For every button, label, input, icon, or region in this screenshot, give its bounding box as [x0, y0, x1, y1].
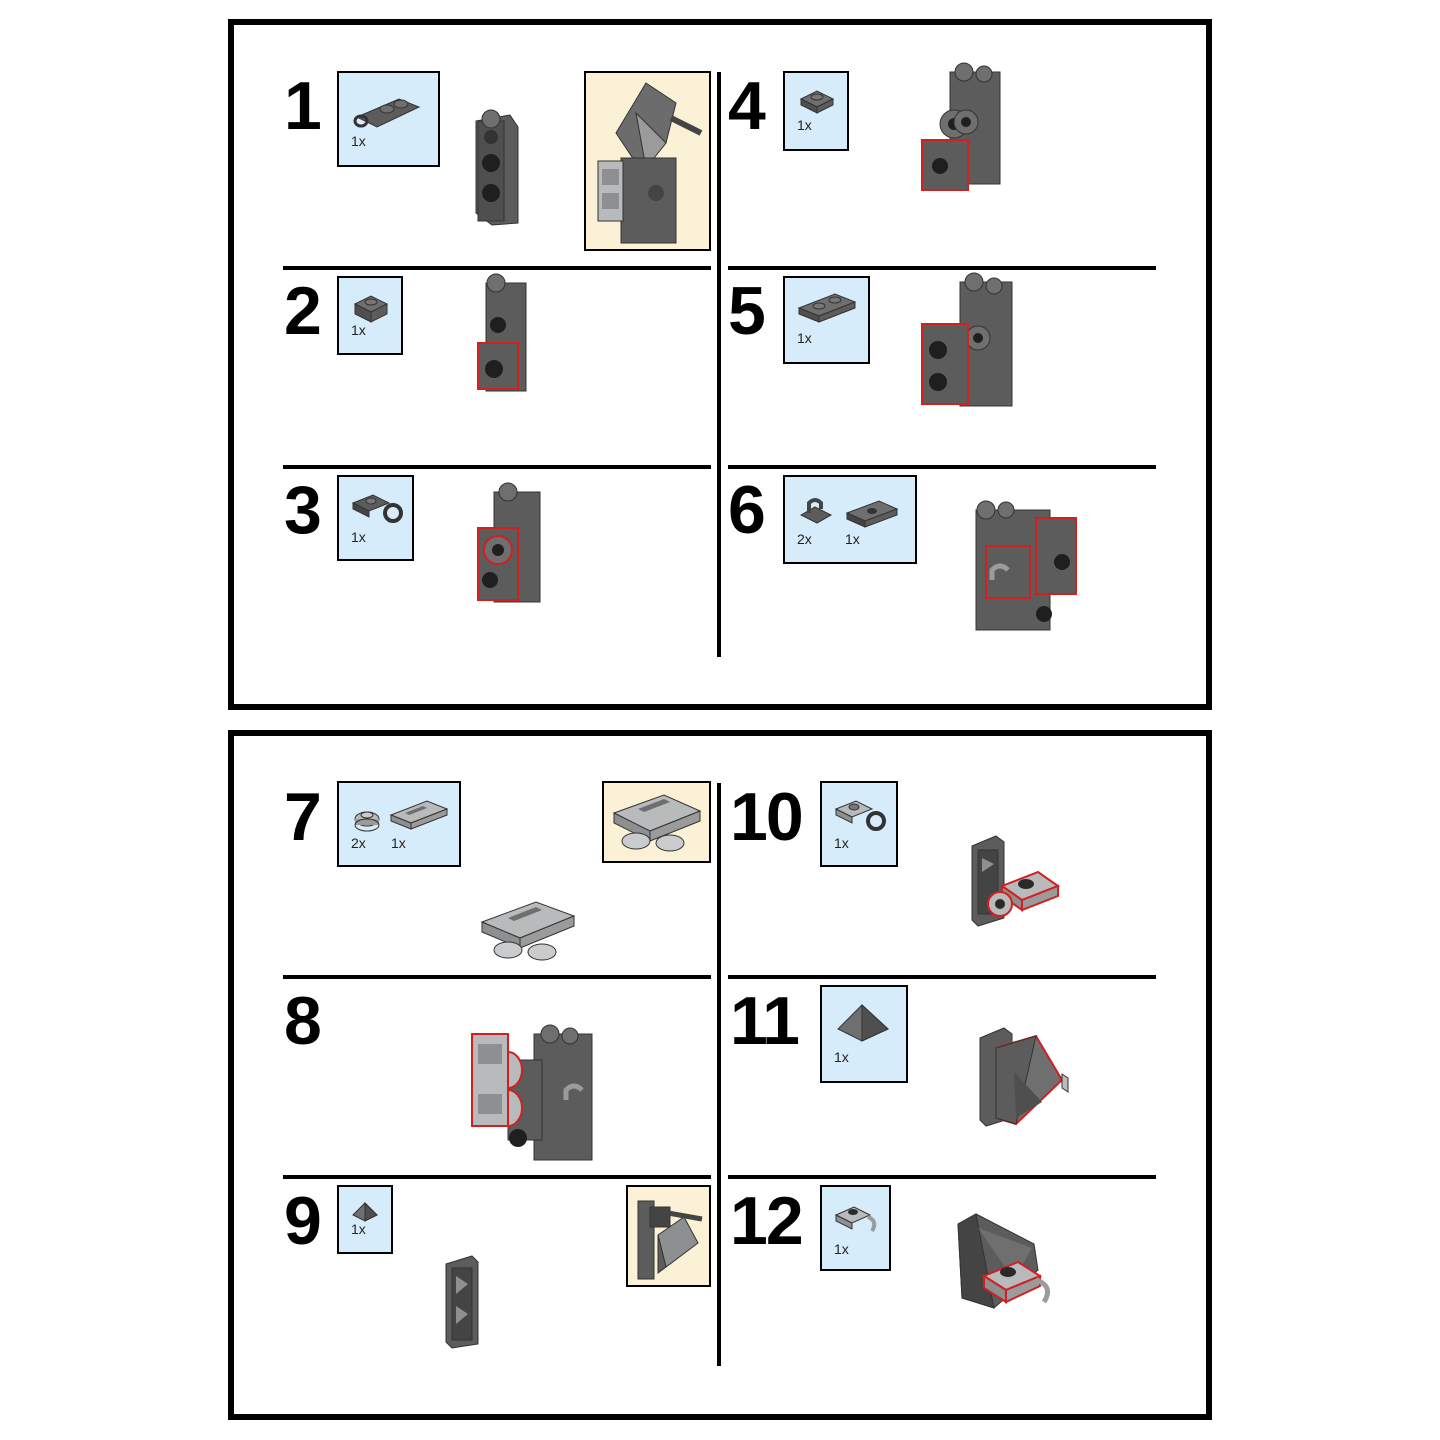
step-number: 9	[284, 1183, 322, 1259]
step-number: 11	[730, 983, 800, 1059]
step6-model-illustration	[975, 500, 1077, 631]
page1-row-divider-right-2	[728, 465, 1156, 469]
parts-callout: 1x	[337, 71, 440, 167]
part-quantity: 1x	[834, 835, 849, 851]
parts-callout: 2x 1x	[337, 781, 461, 867]
step9-model-illustration	[445, 1255, 479, 1349]
step5-model-illustration	[921, 272, 1013, 407]
round-plate-icon	[354, 811, 380, 832]
part-quantity: 1x	[351, 529, 366, 545]
plate-1x2-icon	[797, 293, 857, 323]
jumper-plate-icon	[845, 500, 899, 528]
part-quantity: 1x	[834, 1241, 849, 1257]
page2-row-divider-left-2	[283, 1175, 711, 1179]
part-quantity: 1x	[834, 1049, 849, 1065]
subassembly-model-icon	[612, 794, 702, 852]
step8-model-illustration	[471, 1024, 593, 1161]
part-quantity: 1x	[391, 835, 406, 851]
page2-row-divider-left-1	[283, 975, 711, 979]
slope-pyramid-small-icon	[352, 1201, 378, 1222]
part-quantity: 2x	[351, 835, 366, 851]
page1-row-divider-left-2	[283, 465, 711, 469]
plate-with-clip-tip-icon	[834, 1206, 877, 1233]
parts-callout: 1x	[820, 1185, 891, 1271]
step-number: 10	[730, 779, 804, 855]
step10-model-illustration	[971, 835, 1061, 927]
parts-callout: 1x	[337, 475, 414, 561]
step-number: 4	[728, 68, 766, 144]
step7-model-illustration	[480, 901, 576, 961]
parts-callout: 1x	[820, 781, 898, 867]
parts-callout: 1x	[820, 985, 908, 1083]
slope-pyramid-icon	[837, 1003, 889, 1042]
step4-model-illustration	[921, 62, 1001, 191]
parts-callout: 1x	[337, 276, 403, 355]
plate-with-clip-icon	[351, 494, 403, 523]
parts-callout: 1x	[337, 1185, 393, 1254]
page1-row-divider-right-1	[728, 266, 1156, 270]
page2-row-divider-right-2	[728, 1175, 1156, 1179]
step1-model-illustration	[475, 109, 519, 226]
page2-column-divider	[717, 783, 721, 1366]
page2-row-divider-right-1	[728, 975, 1156, 979]
part-quantity: 2x	[797, 531, 812, 547]
step-number: 1	[284, 68, 322, 144]
subassembly-callout	[626, 1185, 711, 1287]
brick-1x1-icon	[353, 295, 389, 323]
clip-icon	[799, 498, 833, 524]
part-quantity: 1x	[351, 322, 366, 338]
part-quantity: 1x	[351, 1221, 366, 1237]
parts-callout: 1x	[783, 71, 849, 151]
part-quantity: 1x	[845, 531, 860, 547]
plate-1x1-icon	[799, 90, 835, 114]
step-number: 5	[728, 273, 766, 349]
page1-row-divider-left-1	[283, 266, 711, 270]
part-quantity: 1x	[797, 330, 812, 346]
step-number: 7	[284, 779, 322, 855]
parts-callout: 2x 1x	[783, 475, 917, 564]
subassembly-model-icon	[597, 82, 703, 244]
step-number: 2	[284, 273, 322, 349]
part-quantity: 1x	[797, 117, 812, 133]
step-number: 8	[284, 983, 322, 1059]
step-number: 12	[730, 1183, 804, 1259]
plate-1x2-with-clip-icon	[353, 98, 421, 128]
step11-model-illustration	[979, 1027, 1069, 1127]
part-quantity: 1x	[351, 133, 366, 149]
subassembly-model-icon	[637, 1200, 703, 1280]
page1-column-divider	[717, 72, 721, 657]
step-number: 6	[728, 472, 766, 548]
subassembly-callout	[602, 781, 711, 863]
plate-with-clip-light-icon	[834, 800, 886, 831]
step12-model-illustration	[957, 1213, 1051, 1309]
step-number: 3	[284, 472, 322, 548]
subassembly-callout	[584, 71, 711, 251]
tile-with-grille-icon	[389, 800, 449, 830]
step2-model-illustration	[477, 273, 527, 392]
step3-model-illustration	[477, 482, 541, 603]
parts-callout: 1x	[783, 276, 870, 364]
